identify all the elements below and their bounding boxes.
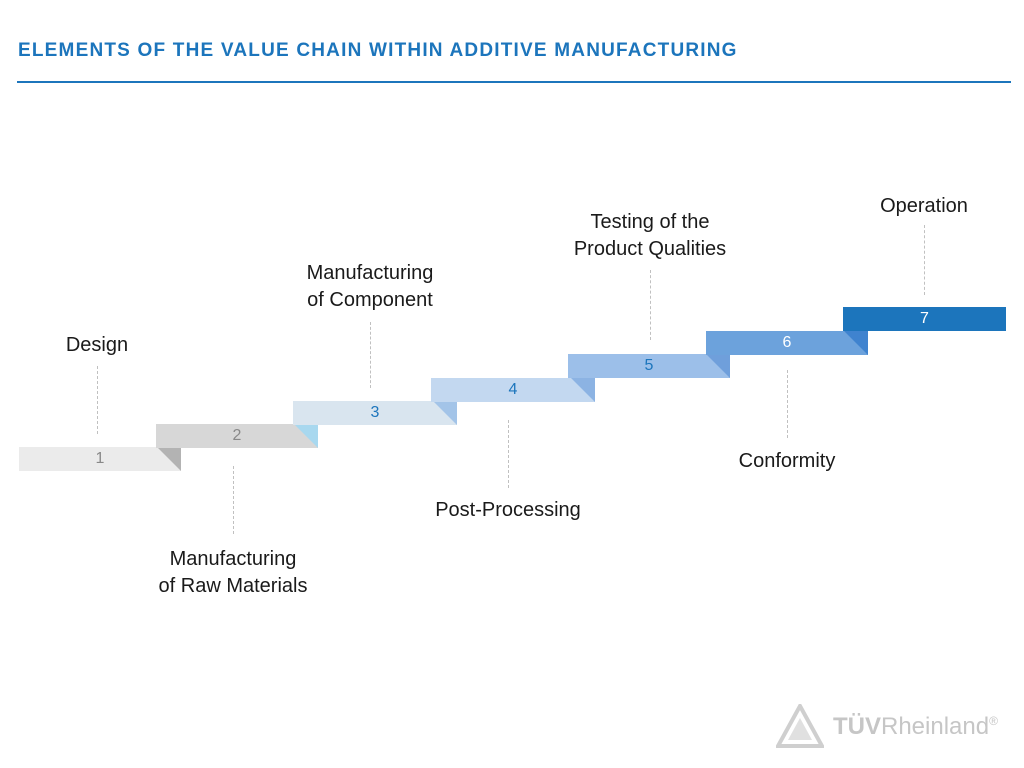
step-number: 5 xyxy=(644,357,654,374)
step-label-line: Testing of the xyxy=(590,211,710,233)
step-label: Post-Processing xyxy=(398,497,618,524)
step-connector xyxy=(370,322,371,388)
step-fold xyxy=(844,331,868,355)
step-label: Manufacturing of Component xyxy=(260,260,480,314)
step-fold xyxy=(706,354,730,378)
step-number: 4 xyxy=(508,381,518,398)
step-label-line: Manufacturing xyxy=(169,548,297,570)
step-label: Conformity xyxy=(677,448,897,475)
tuv-rheinland-logo: TÜVRheinland® xyxy=(833,713,998,741)
step-connector xyxy=(233,466,234,534)
step-label-line: of Component xyxy=(307,289,433,311)
step-label: Operation xyxy=(814,193,1024,220)
step-5: 5 xyxy=(568,354,730,378)
tuv-triangle-icon xyxy=(776,704,824,748)
step-connector xyxy=(787,370,788,438)
step-connector xyxy=(97,366,98,434)
step-fold xyxy=(571,378,595,402)
step-4: 4 xyxy=(431,378,595,402)
step-label-line: Operation xyxy=(880,195,968,217)
step-label-line: Design xyxy=(65,334,129,356)
step-label-line: Conformity xyxy=(738,450,836,472)
step-number: 6 xyxy=(782,334,792,351)
step-label: Manufacturing of Raw Materials xyxy=(123,546,343,600)
step-label-line: Product Qualities xyxy=(573,238,727,260)
title-divider xyxy=(17,81,1011,83)
step-7: 7 xyxy=(843,307,1006,331)
step-fold xyxy=(433,401,457,425)
step-label: Design xyxy=(0,332,207,359)
step-label-line: Manufacturing xyxy=(306,262,434,284)
step-label-line: Post-Processing xyxy=(435,499,581,521)
step-number: 1 xyxy=(95,450,105,467)
logo-brand-bold: TÜV xyxy=(833,713,881,740)
step-fold xyxy=(157,447,181,471)
step-number: 2 xyxy=(232,427,242,444)
step-3: 3 xyxy=(293,401,457,425)
step-number: 3 xyxy=(370,404,380,421)
step-connector xyxy=(650,270,651,340)
step-number: 7 xyxy=(920,310,929,327)
step-connector xyxy=(508,420,509,488)
page-title: ELEMENTS OF THE VALUE CHAIN WITHIN ADDIT… xyxy=(18,40,738,61)
logo-brand-rest: Rheinland xyxy=(881,713,990,740)
step-fold xyxy=(294,424,318,448)
step-1: 1 xyxy=(19,447,181,471)
step-6: 6 xyxy=(706,331,868,355)
logo-registered: ® xyxy=(989,714,998,728)
step-connector xyxy=(924,225,925,295)
step-label-line: of Raw Materials xyxy=(158,575,308,597)
step-2: 2 xyxy=(156,424,318,448)
